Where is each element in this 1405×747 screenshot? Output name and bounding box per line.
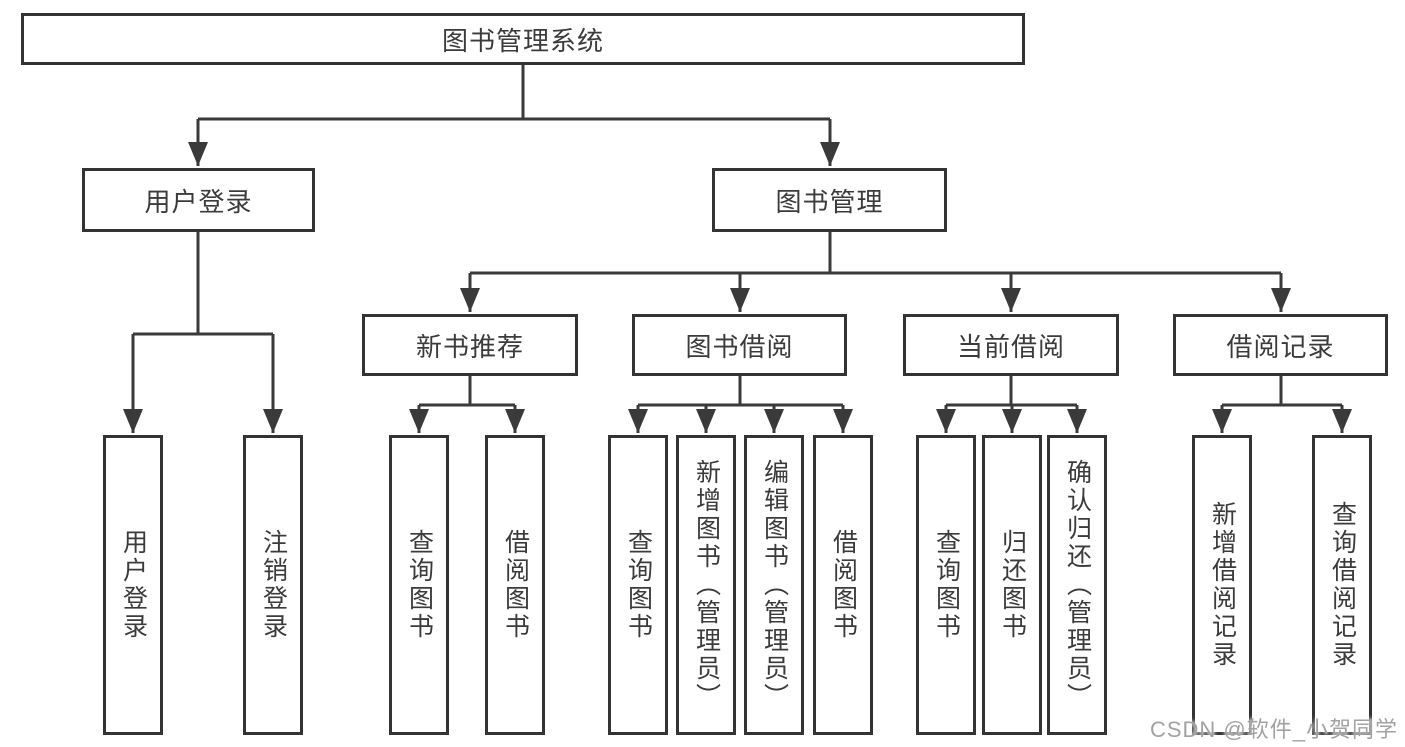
node-book-borrow: 图书借阅	[632, 314, 847, 376]
leaf-borrow-book-2: 借阅图书	[813, 435, 873, 735]
node-current-borrow: 当前借阅	[903, 314, 1119, 376]
leaf-edit-book-admin: 编辑图书（管理员）	[744, 435, 804, 735]
leaf-query-book-1: 查询图书	[389, 435, 449, 735]
leaf-add-book-admin: 新增图书（管理员）	[676, 435, 736, 735]
leaf-query-book-2: 查询图书	[608, 435, 668, 735]
leaf-confirm-return-admin: 确认归还（管理员）	[1047, 435, 1107, 735]
node-book-management: 图书管理	[712, 168, 947, 232]
leaf-query-borrow-record: 查询借阅记录	[1312, 435, 1372, 735]
leaf-return-book: 归还图书	[982, 435, 1042, 735]
node-library-management-system: 图书管理系统	[21, 13, 1025, 65]
leaf-logout: 注销登录	[243, 435, 303, 735]
node-new-book-recommend: 新书推荐	[362, 314, 578, 376]
leaf-borrow-book-1: 借阅图书	[485, 435, 545, 735]
leaf-user-login: 用户登录	[103, 435, 163, 735]
csdn-watermark: CSDN @软件_小贺同学	[1149, 717, 1398, 742]
leaf-add-borrow-record: 新增借阅记录	[1192, 435, 1252, 735]
leaf-query-book-3: 查询图书	[916, 435, 976, 735]
node-user-login: 用户登录	[82, 168, 315, 232]
node-borrow-record: 借阅记录	[1173, 314, 1388, 376]
